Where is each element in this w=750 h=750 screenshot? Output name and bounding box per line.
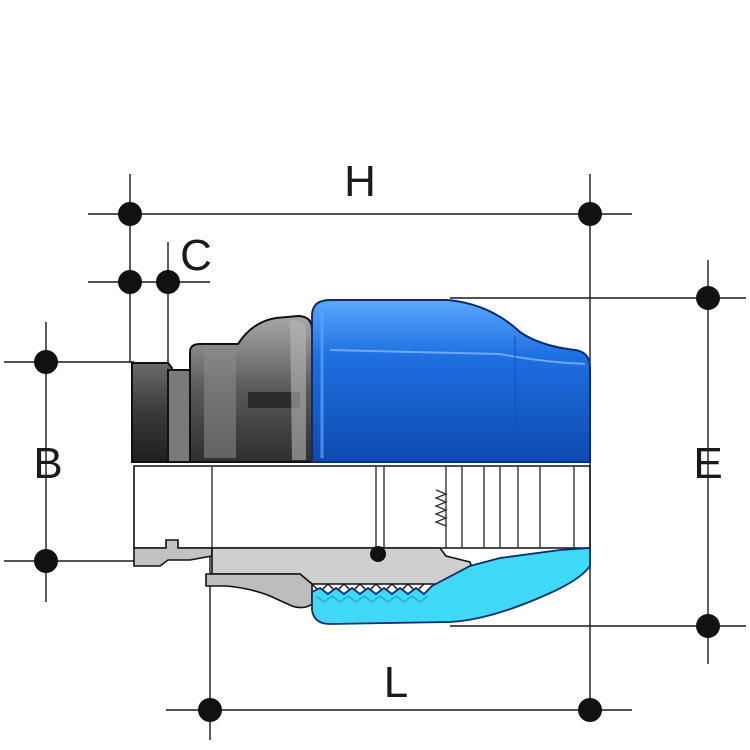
fitting-exterior-upper-half <box>131 299 591 463</box>
label-e: E <box>693 439 722 488</box>
blue-body-highlight <box>329 349 586 365</box>
nut-section <box>205 573 313 609</box>
l-left-dot <box>198 698 222 722</box>
label-l: L <box>384 658 408 707</box>
nut-ring-face <box>290 320 306 460</box>
label-h: H <box>344 157 376 206</box>
internal-ribs <box>211 466 575 548</box>
grip-ring-teeth <box>434 489 448 527</box>
e-bottom-dot <box>696 614 720 638</box>
o-ring <box>370 546 386 562</box>
dimension-labels: H C B E L <box>33 157 722 707</box>
e-top-dot <box>696 286 720 310</box>
c-right-dot <box>156 270 180 294</box>
fitting-section-lower-half <box>133 465 591 625</box>
nut-highlight <box>204 350 236 458</box>
insert-body <box>167 369 193 463</box>
nut-groove <box>248 392 300 408</box>
b-bottom-dot <box>34 549 58 573</box>
dimension-dots <box>34 202 720 722</box>
label-c: C <box>180 231 212 280</box>
h-right-dot <box>578 202 602 226</box>
h-left-dot <box>118 202 142 226</box>
body-thread <box>315 595 429 603</box>
label-b: B <box>33 439 62 488</box>
c-left-dot <box>118 270 142 294</box>
inner-bore <box>133 465 591 549</box>
threaded-spigot <box>131 362 173 463</box>
body-section <box>311 547 591 625</box>
l-right-dot <box>578 698 602 722</box>
b-top-dot <box>34 350 58 374</box>
blue-body <box>311 299 591 463</box>
